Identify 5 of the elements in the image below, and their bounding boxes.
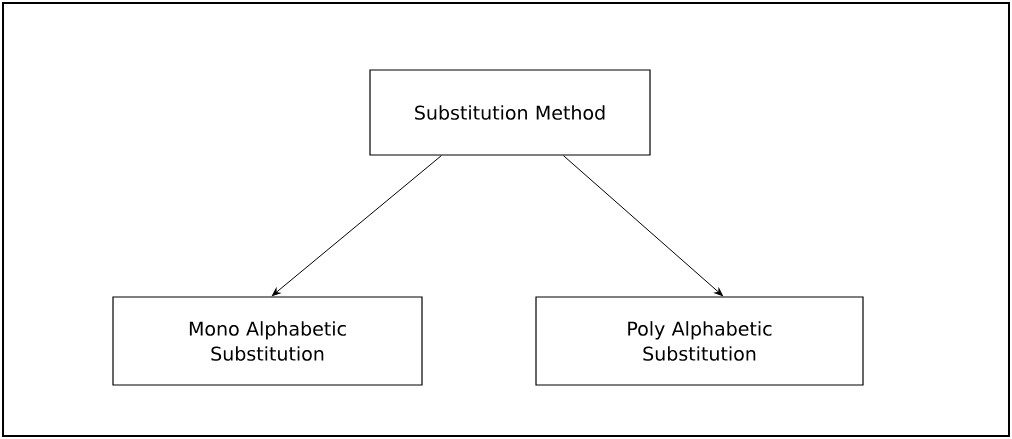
process-box: Poly Alphabetic Substitution bbox=[535, 296, 864, 386]
process-box: Mono Alphabetic Substitution bbox=[112, 296, 423, 386]
arrow bbox=[271, 155, 442, 297]
process-box: Substitution Method bbox=[369, 69, 651, 156]
arrow bbox=[562, 155, 723, 296]
